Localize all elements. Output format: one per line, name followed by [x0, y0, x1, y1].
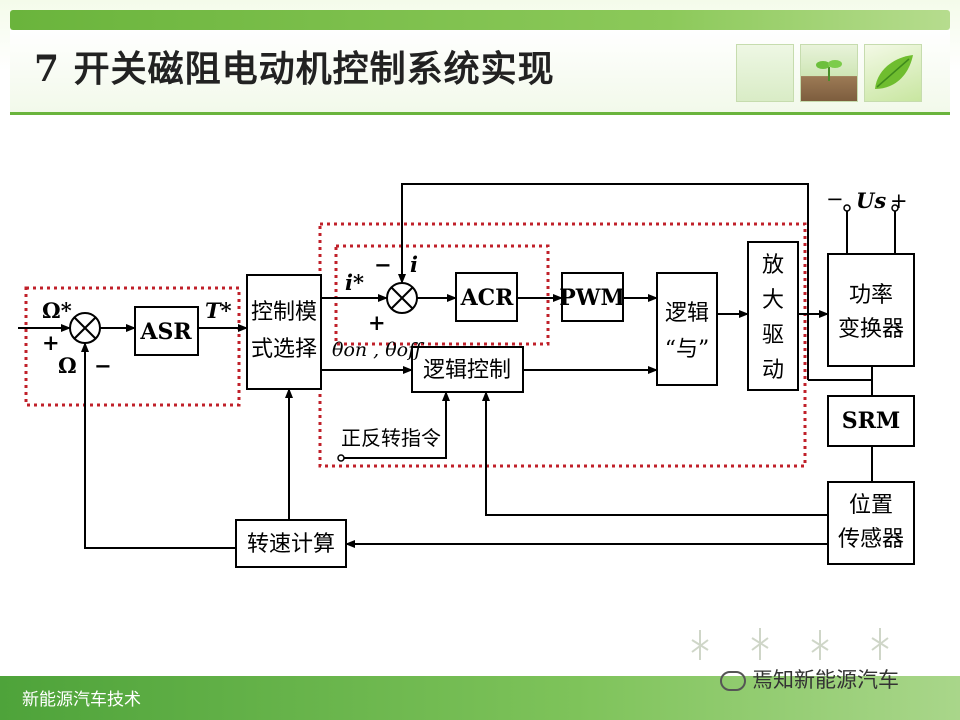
footer-text: 新能源汽车技术: [22, 690, 141, 710]
wechat-icon: [720, 671, 746, 691]
decor-thumb-leaf: [864, 44, 922, 102]
speed-calc-label: 转速计算: [247, 532, 335, 557]
converter-label-1: 功率: [849, 283, 893, 308]
plus-label-speed: +: [42, 330, 60, 355]
summing-junction-speed: [69, 312, 101, 344]
mode-select-label-1: 控制模: [251, 300, 317, 325]
watermark-plant-decor: [691, 628, 889, 660]
direction-cmd-line: [343, 391, 450, 459]
pwm-label: PWM: [559, 285, 625, 311]
sensor-label-2: 传感器: [838, 527, 904, 552]
decor-thumb-sprout: [800, 44, 858, 102]
summing-junction-current: [386, 282, 418, 314]
amplifier-label-1: 放: [762, 253, 784, 278]
pwm-block: [561, 272, 624, 322]
footer-bar: [0, 676, 960, 720]
minus-label-current: −: [374, 252, 392, 277]
srm-label: SRM: [842, 408, 901, 434]
logic-and-label-2: “与”: [665, 337, 710, 362]
us-plus-label: +: [890, 189, 908, 213]
direction-cmd-label: 正反转指令: [341, 426, 441, 450]
us-plus-terminal: [891, 204, 899, 212]
amplifier-label-4: 动: [762, 358, 784, 383]
acr-label: ACR: [460, 285, 515, 311]
leaf-icon: [875, 55, 913, 89]
us-minus-terminal: [843, 204, 851, 212]
plus-label-current: +: [368, 310, 386, 335]
logic-and-label-1: 逻辑: [665, 301, 709, 326]
i-feedback-label: i: [410, 252, 418, 277]
speed-calc-block: [235, 519, 347, 568]
amplifier-block: [747, 241, 799, 391]
position-sensor-block: [827, 481, 915, 565]
title-stripe: [10, 10, 950, 30]
speed-feedback-line: [81, 342, 236, 549]
torque-ref-label: T*: [205, 298, 232, 323]
us-label: Us: [856, 188, 886, 213]
sensor-to-logic-ctrl-line: [482, 391, 828, 516]
converter-srm-link-line: [808, 366, 873, 381]
i-ref-label: i*: [345, 270, 364, 295]
omega-label: Ω: [58, 353, 77, 378]
us-minus-label: −: [826, 187, 844, 211]
logic-control-label: 逻辑控制: [423, 358, 511, 383]
decor-thumb-plain: [736, 44, 794, 102]
watermark-text: 焉知新能源汽车: [720, 664, 899, 694]
sprout-icon: [816, 60, 842, 81]
direction-cmd-terminal: [337, 454, 345, 462]
logic-and-block: [656, 272, 718, 386]
mode-select-block: [246, 274, 322, 390]
asr-block: [134, 306, 199, 356]
slide-title: 7 开关磁阻电动机控制系统实现: [34, 48, 555, 90]
theta-label: θon , θoff: [332, 339, 425, 361]
sensor-label-1: 位置: [849, 493, 893, 518]
current-loop-region: [334, 244, 550, 346]
omega-ref-label: Ω*: [42, 298, 72, 323]
acr-block: [455, 272, 518, 322]
mode-select-label-2: 式选择: [251, 337, 317, 362]
current-feedback-line: [398, 183, 809, 380]
power-converter-block: [827, 253, 915, 367]
converter-label-2: 变换器: [838, 317, 904, 342]
amplifier-label-2: 大: [762, 288, 784, 313]
watermark-label: 焉知新能源汽车: [752, 668, 899, 692]
speed-loop-region: [24, 286, 241, 407]
minus-label-speed: −: [94, 353, 112, 378]
amplifier-label-3: 驱: [762, 323, 784, 348]
asr-label: ASR: [139, 319, 192, 345]
